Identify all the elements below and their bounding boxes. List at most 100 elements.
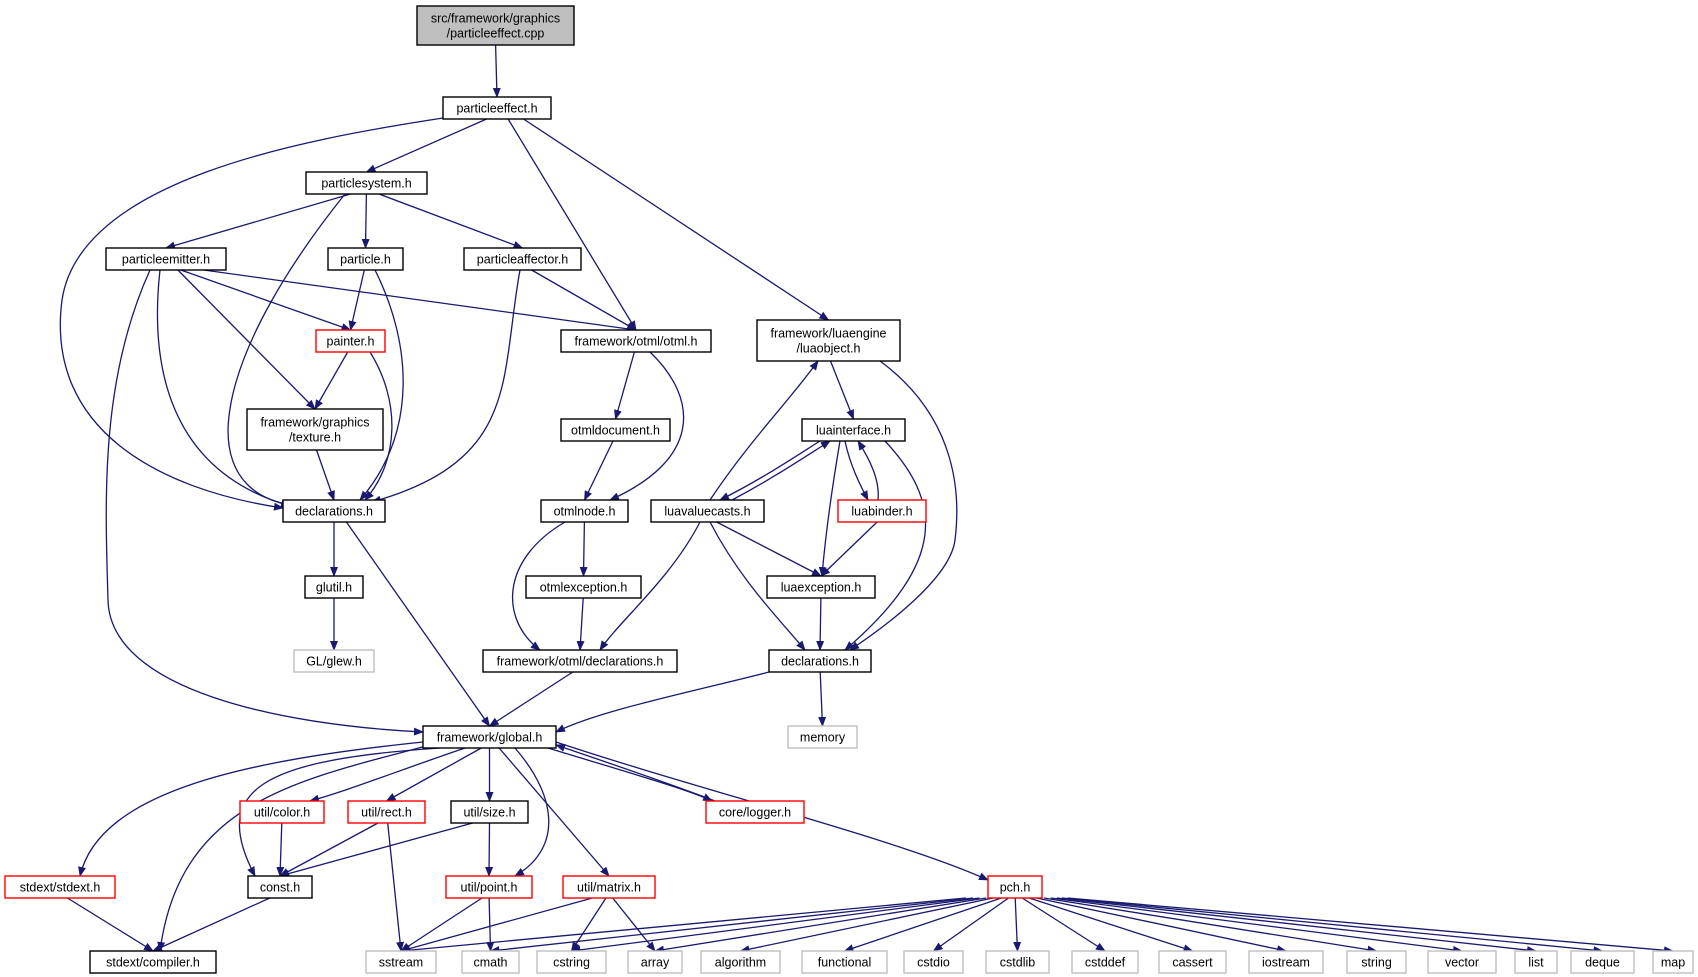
edge-particleaffector_h-to-gfx_declarations_h xyxy=(371,269,521,504)
edge-pch_h-to-cmath xyxy=(489,897,974,954)
edge-luaexception_h-to-lua_declarations_h xyxy=(816,597,825,651)
node-particleeffect-h[interactable]: particleeffect.h xyxy=(442,96,552,120)
edge-otmlexception_h-to-otml_declarations_h xyxy=(576,597,585,651)
node-array[interactable]: array xyxy=(627,950,683,974)
node-sstream[interactable]: sstream xyxy=(365,950,437,974)
edge-otmlnode_h-to-otml_declarations_h xyxy=(511,521,566,651)
node-otmldocument-h[interactable]: otmldocument.h xyxy=(560,418,671,442)
node-box xyxy=(987,875,1043,899)
node-box xyxy=(560,418,671,442)
node-cmath[interactable]: cmath xyxy=(461,950,520,974)
node-luabinder-h[interactable]: luabinder.h xyxy=(837,499,927,523)
node-lua-declarations-h[interactable]: declarations.h xyxy=(768,649,872,673)
node-label: src/framework/graphics xyxy=(431,12,560,26)
node-luavaluecasts-h[interactable]: luavaluecasts.h xyxy=(650,499,765,523)
node-particleaffector-h[interactable]: particleaffector.h xyxy=(463,247,582,271)
edge-luainterface_h-to-lua_declarations_h xyxy=(844,440,927,651)
node-stdext-h[interactable]: stdext/stdext.h xyxy=(4,875,116,899)
edge-particleeffect_h-to-otml_h xyxy=(507,118,637,331)
node-logger-h[interactable]: core/logger.h xyxy=(705,800,805,824)
node-box xyxy=(705,800,805,824)
node-particle-h[interactable]: particle.h xyxy=(327,247,404,271)
edge-particleemitter_h-to-gfx_declarations_h xyxy=(156,269,291,508)
node-label: core/logger.h xyxy=(719,806,791,820)
node-map[interactable]: map xyxy=(1652,950,1694,974)
edge-layer xyxy=(59,44,1674,955)
node-label: sstream xyxy=(379,956,423,970)
node-label: framework/luaengine xyxy=(770,327,886,341)
edge-particleeffect_cpp-to-particleeffect_h xyxy=(492,44,501,98)
edge-particle_h-to-painter_h xyxy=(348,269,365,331)
node-painter-h[interactable]: painter.h xyxy=(315,329,386,353)
node-cstring[interactable]: cstring xyxy=(536,950,607,974)
node-particleemitter-h[interactable]: particleemitter.h xyxy=(105,247,227,271)
node-label: particle.h xyxy=(340,253,391,267)
edge-pch_h-to-cassert xyxy=(1028,897,1194,953)
node-iostream[interactable]: iostream xyxy=(1248,950,1324,974)
node-box xyxy=(787,725,858,749)
node-luaobject-h[interactable]: framework/luaengine/luaobject.h xyxy=(756,319,901,362)
edge-particleeffect_h-to-particlesystem_h xyxy=(365,118,487,173)
node-label: cstring xyxy=(553,956,590,970)
edge-pch_h-to-list xyxy=(1056,897,1537,954)
node-global-h[interactable]: framework/global.h xyxy=(422,725,557,749)
node-box xyxy=(540,499,629,523)
node-compiler-h[interactable]: stdext/compiler.h xyxy=(89,950,217,974)
edge-lua_declarations_h-to-global_h xyxy=(555,671,770,733)
node-label: particleemitter.h xyxy=(122,253,210,267)
node-box xyxy=(768,649,872,673)
node-label: const.h xyxy=(260,881,300,895)
node-label: util/point.h xyxy=(461,881,518,895)
node-point-h[interactable]: util/point.h xyxy=(445,875,533,899)
node-particleeffect-cpp[interactable]: src/framework/graphics/particleeffect.cp… xyxy=(416,5,575,46)
node-algorithm[interactable]: algorithm xyxy=(700,950,781,974)
node-texture-h[interactable]: framework/graphics/texture.h xyxy=(246,408,384,451)
edge-pch_h-to-vector xyxy=(1050,897,1463,954)
edge-luavaluecasts_h-to-luainterface_h xyxy=(731,440,831,501)
edge-pch_h-to-iostream xyxy=(1036,897,1287,954)
edge-pch_h-to-cstdlib xyxy=(1013,897,1022,952)
node-particlesystem-h[interactable]: particlesystem.h xyxy=(305,171,428,195)
node-deque[interactable]: deque xyxy=(1570,950,1635,974)
node-label: otmlnode.h xyxy=(554,505,616,519)
node-label: GL/glew.h xyxy=(306,655,362,669)
node-otml-h[interactable]: framework/otml/otml.h xyxy=(560,329,712,353)
edge-pch_h-to-array xyxy=(654,897,987,954)
node-luainterface-h[interactable]: luainterface.h xyxy=(801,418,906,442)
node-vector[interactable]: vector xyxy=(1427,950,1497,974)
node-pch-h[interactable]: pch.h xyxy=(987,875,1043,899)
edge-particlesystem_h-to-particleaffector_h xyxy=(378,193,524,249)
node-box xyxy=(461,950,520,974)
node-size-h[interactable]: util/size.h xyxy=(450,800,529,824)
node-otmlnode-h[interactable]: otmlnode.h xyxy=(540,499,629,523)
edge-particleemitter_h-to-texture_h xyxy=(177,269,316,410)
node-glutil-h[interactable]: glutil.h xyxy=(304,575,364,599)
edge-painter_h-to-texture_h xyxy=(314,351,349,410)
node-label: luabinder.h xyxy=(851,505,912,519)
node-gfx-declarations-h[interactable]: declarations.h xyxy=(282,499,386,523)
node-functional[interactable]: functional xyxy=(801,950,888,974)
node-label: particleeffect.h xyxy=(456,102,537,116)
edge-matrix_h-to-sstream xyxy=(400,897,593,953)
node-memory[interactable]: memory xyxy=(787,725,858,749)
node-list[interactable]: list xyxy=(1514,950,1558,974)
edge-lua_declarations_h-to-memory xyxy=(818,671,827,727)
node-otml-declarations-h[interactable]: framework/otml/declarations.h xyxy=(482,649,678,673)
node-cstddef[interactable]: cstddef xyxy=(1071,950,1139,974)
node-string[interactable]: string xyxy=(1346,950,1407,974)
node-glew-h[interactable]: GL/glew.h xyxy=(293,649,375,673)
edge-pch_h-to-functional xyxy=(843,897,1002,952)
node-rect-h[interactable]: util/rect.h xyxy=(347,800,426,824)
node-const-h[interactable]: const.h xyxy=(247,875,313,899)
node-cstdlib[interactable]: cstdlib xyxy=(985,950,1050,974)
node-luaexception-h[interactable]: luaexception.h xyxy=(766,575,876,599)
node-color-h[interactable]: util/color.h xyxy=(239,800,325,824)
edge-particleemitter_h-to-painter_h xyxy=(180,269,352,331)
node-cstdio[interactable]: cstdio xyxy=(903,950,964,974)
node-otmlexception-h[interactable]: otmlexception.h xyxy=(525,575,642,599)
node-label: cassert xyxy=(1172,956,1213,970)
node-matrix-h[interactable]: util/matrix.h xyxy=(562,875,656,899)
node-cassert[interactable]: cassert xyxy=(1158,950,1227,974)
node-label: otmlexception.h xyxy=(540,581,628,595)
edge-luabinder_h-to-luaexception_h xyxy=(820,521,878,577)
